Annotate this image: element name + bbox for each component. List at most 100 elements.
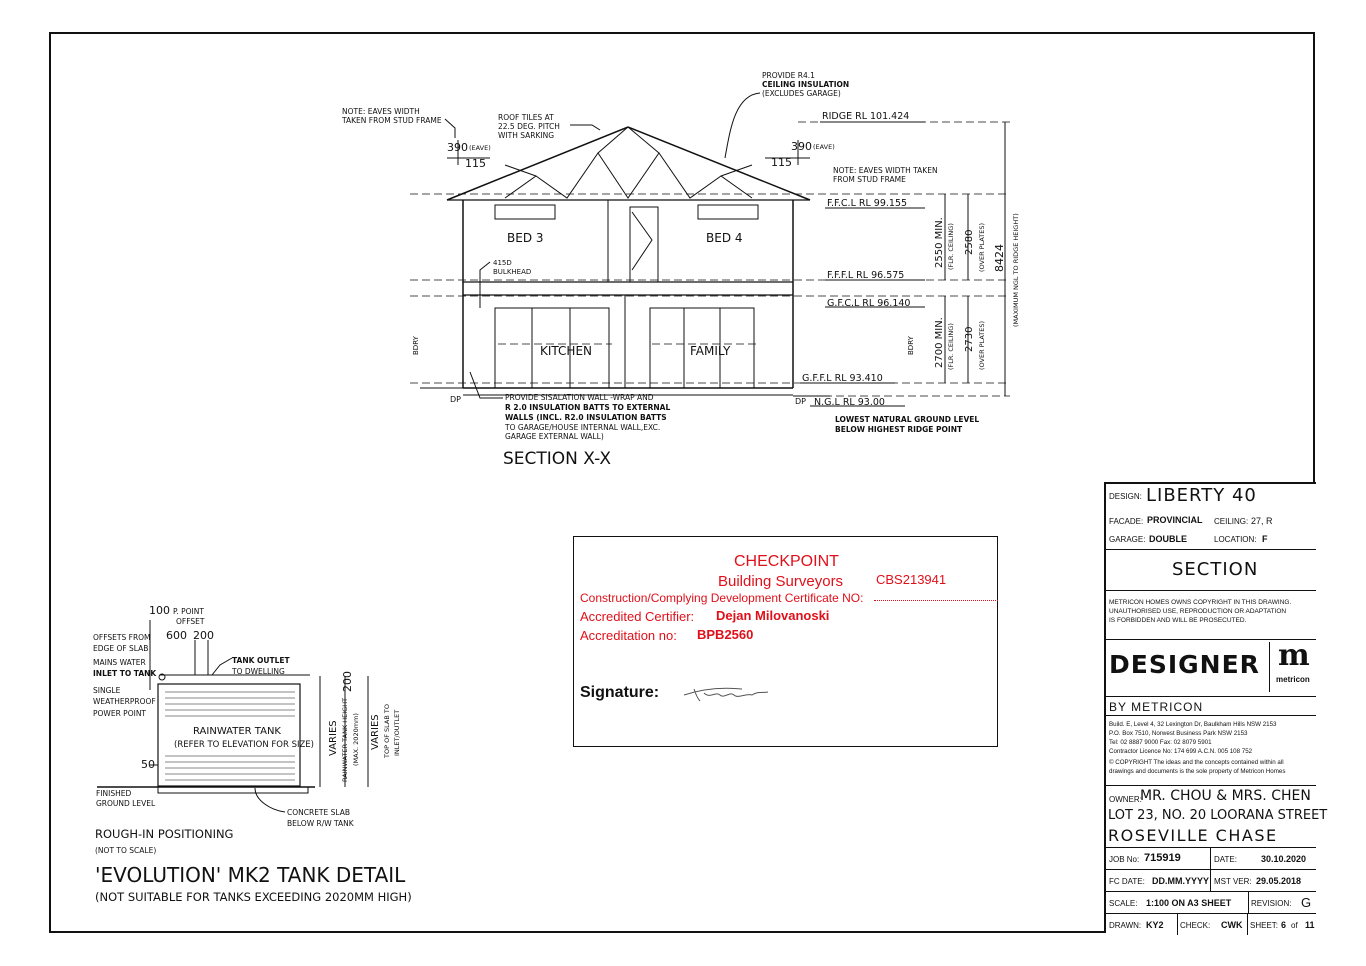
- tank-power-note-1: SINGLE: [93, 686, 121, 695]
- tb-copyright-2: UNAUTHORISED USE, REPRODUCTION OR ADAPTA…: [1109, 608, 1287, 615]
- level-gfcl: G.F.C.L RL 96.140: [827, 298, 910, 309]
- tank-dim-200-vertical: 200: [341, 671, 354, 692]
- tank-top-note-2: INLET/OUTLET: [393, 710, 401, 756]
- room-family: FAMILY: [690, 344, 731, 358]
- signature-mark: [683, 687, 769, 702]
- lowest-ngl-note-1: LOWEST NATURAL GROUND LEVEL: [835, 415, 979, 424]
- eave-right-sub: 115: [771, 156, 792, 169]
- tb-drawn-divider: [1177, 914, 1178, 935]
- tb-facade-row: FACADE: PROVINCIAL CEILING: 27, R: [1106, 512, 1316, 532]
- tank-varies-left: VARIES: [328, 720, 339, 756]
- level-ngl: N.G.L RL 93.00: [814, 397, 885, 408]
- metricon-logo-icon: m: [1278, 638, 1310, 673]
- tb-revision-label: REVISION:: [1251, 899, 1292, 908]
- tb-garage-row: GARAGE: DOUBLE LOCATION: F: [1106, 532, 1316, 550]
- title-block: DESIGN: LIBERTY 40 FACADE: PROVINCIAL CE…: [1104, 482, 1327, 935]
- tb-brand-mark-sub: metricon: [1276, 675, 1310, 684]
- dim-2550: 2550 MIN.: [934, 217, 945, 268]
- tb-address-4: Contractor Licence No: 174 699 A.C.N. 00…: [1109, 748, 1253, 755]
- insulation-note-1: PROVIDE R4.1: [762, 71, 815, 80]
- tb-brand-divider: [1269, 642, 1270, 692]
- tank-outlet-note-2: TO DWELLING: [231, 667, 285, 676]
- tb-address-1: Build. E, Level 4, 32 Lexington Dr, Baul…: [1109, 721, 1277, 728]
- tb-job-value: 715919: [1144, 852, 1181, 864]
- tb-owner-value: MR. CHOU & MRS. CHEN: [1140, 788, 1311, 804]
- bulkhead-note-1: 415D: [493, 259, 512, 267]
- tank-detail-title: 'EVOLUTION' MK2 TANK DETAIL: [95, 863, 406, 887]
- level-ffcl: F.F.C.L RL 99.155: [827, 198, 907, 209]
- eaves-note-left-2: TAKEN FROM STUD FRAME: [341, 116, 442, 125]
- tank-p-point-label: P. POINT: [173, 607, 204, 616]
- tb-drawn-row: DRAWN: KY2 CHECK: CWK SHEET: 6 of 11: [1106, 914, 1316, 935]
- tb-fc-value: DD.MM.YYYY: [1152, 876, 1210, 886]
- eave-left-dim: 390: [447, 141, 468, 154]
- tank-varies-right: VARIES: [370, 714, 381, 750]
- concrete-slab-note-2: BELOW R/W TANK: [287, 819, 355, 828]
- tank-p-point-dim: 100: [149, 604, 170, 617]
- tank-label-1: RAINWATER TANK: [193, 726, 281, 737]
- tank-offset-label: OFFSET: [176, 617, 205, 626]
- level-gffl: G.F.F.L RL 93.410: [802, 373, 883, 384]
- tb-drawn-label: DRAWN:: [1109, 921, 1142, 930]
- tb-job-label: JOB No:: [1109, 855, 1140, 864]
- sisalation-note-5: GARAGE EXTERNAL WALL): [505, 432, 604, 441]
- stamp-surveyors: Building Surveyors: [718, 573, 844, 590]
- tb-copyright-3: IS FORBIDDEN AND WILL BE PROSECUTED.: [1109, 617, 1247, 624]
- dim-2550-sub: (FLR. CEILING): [947, 223, 955, 270]
- tb-design-value: LIBERTY 40: [1146, 485, 1257, 506]
- tank-dim-600: 600: [166, 629, 187, 642]
- tank-top-note-1: TOP OF SLAB TO: [383, 704, 391, 759]
- tb-fc-row: FC DATE: DD.MM.YYYY MST VER: 29.05.2018: [1106, 870, 1316, 892]
- tb-scale-label: SCALE:: [1109, 899, 1138, 908]
- tb-owner-label: OWNER:: [1109, 795, 1142, 804]
- stamp-company: CHECKPOINT: [734, 553, 839, 570]
- tank-power-note-2: WEATHERPROOF: [93, 697, 156, 706]
- tb-garage-label: GARAGE:: [1109, 535, 1146, 544]
- tb-scale-value: 1:100 ON A3 SHEET: [1146, 898, 1232, 908]
- concrete-slab-note-1: CONCRETE SLAB: [287, 808, 350, 817]
- tank-label-2: (REFER TO ELEVATION FOR SIZE): [174, 740, 314, 750]
- eave-right-dim: 390: [791, 140, 812, 153]
- stamp-certifier-label: Accredited Certifier:: [580, 609, 695, 624]
- tb-job-row: JOB No: 715919 DATE: 30.10.2020: [1106, 848, 1316, 870]
- tb-ceiling-label: CEILING:: [1214, 517, 1249, 526]
- stamp-signature-label: Signature:: [580, 684, 660, 701]
- stamp-cert-line: [874, 600, 998, 601]
- tank-offsets-note-1: OFFSETS FROM: [93, 633, 151, 642]
- stamp-certifier-name: Dejan Milovanoski: [716, 608, 830, 623]
- rough-in-label: ROUGH-IN POSITIONING: [95, 827, 233, 841]
- tank-dim-50: 50: [141, 758, 155, 771]
- tb-facade-value: PROVINCIAL: [1147, 515, 1203, 525]
- dim-2580-sub: (OVER PLATES): [978, 223, 986, 272]
- tb-brand-row: DESIGNER m metricon: [1106, 638, 1316, 696]
- bulkhead-note-2: BULKHEAD: [493, 268, 531, 276]
- tb-location-label: LOCATION:: [1214, 535, 1257, 544]
- roof-note-1: ROOF TILES AT: [498, 113, 554, 122]
- level-fffl: F.F.F.L RL 96.575: [827, 270, 904, 281]
- tb-check-value: CWK: [1221, 920, 1243, 930]
- tb-check-label: CHECK:: [1180, 921, 1211, 930]
- eave-left-sub: 115: [465, 157, 486, 170]
- lowest-ngl-note-2: BELOW HIGHEST RIDGE POINT: [835, 425, 963, 434]
- stamp-accreditation-number: BPB2560: [697, 627, 754, 642]
- tb-sheet-title-row: SECTION: [1106, 550, 1316, 591]
- eaves-note-right-2: FROM STUD FRAME: [833, 175, 906, 184]
- insulation-note-3: (EXCLUDES GARAGE): [762, 89, 841, 98]
- room-bed3: BED 3: [507, 231, 544, 245]
- tank-height-note-2: (MAX. 2020mm): [352, 713, 360, 766]
- dp-label-right: DP: [795, 397, 806, 406]
- dim-2700: 2700 MIN.: [934, 317, 945, 368]
- tb-address-3: Tel: 02 8887 9000 Fax: 02 8079 5901: [1109, 739, 1212, 746]
- stamp-cert-label: Construction/Complying Development Certi…: [580, 591, 864, 605]
- boundary-label-right: BDRY: [907, 335, 915, 355]
- insulation-note-2: CEILING INSULATION: [762, 80, 849, 89]
- tb-fc-divider: [1210, 870, 1211, 892]
- tb-sheet-of: of: [1291, 921, 1298, 930]
- tb-garage-value: DOUBLE: [1149, 534, 1187, 544]
- tb-date-label: DATE:: [1214, 855, 1237, 864]
- tank-dim-200: 200: [193, 629, 214, 642]
- tb-mst-label: MST VER:: [1214, 877, 1252, 886]
- tb-fc-label: FC DATE:: [1109, 877, 1145, 886]
- not-to-scale-label: (NOT TO SCALE): [95, 846, 156, 855]
